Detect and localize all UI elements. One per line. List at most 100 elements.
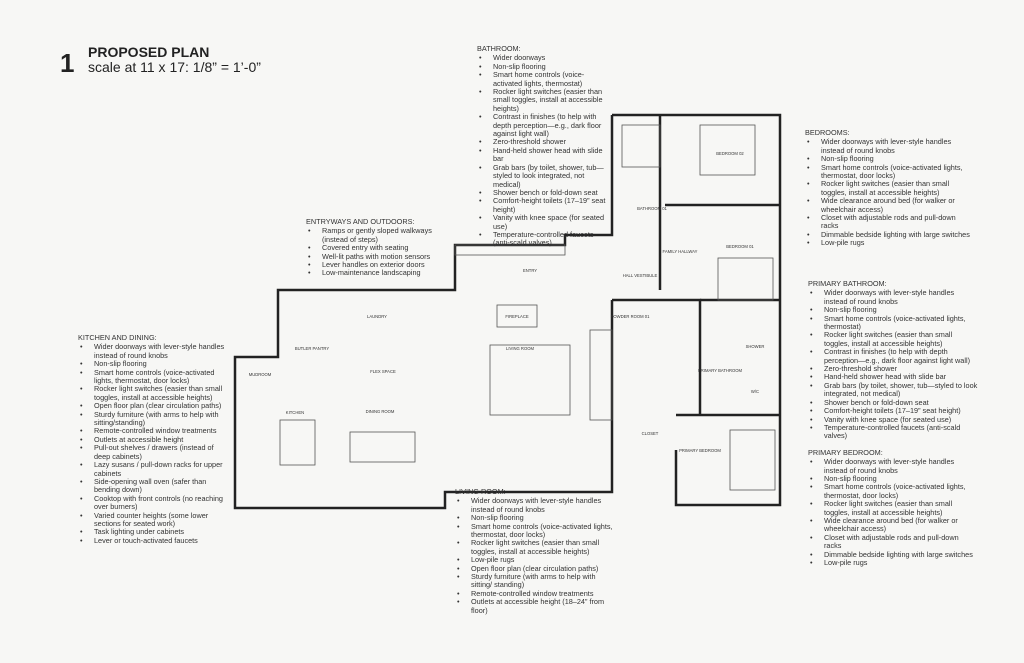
note-item: Non-slip flooring <box>808 305 978 315</box>
note-item: Rocker light switches (easier than small… <box>808 500 978 517</box>
note-item: Vanity with knee space (for seated use) <box>808 415 978 425</box>
note-item: Low-pile rugs <box>805 238 970 248</box>
note-item: Wider doorways with lever-style handles … <box>808 289 978 306</box>
note-item: Lever handles on exterior doors <box>306 260 456 270</box>
fixtures <box>279 124 776 491</box>
fireplace-block <box>496 304 538 328</box>
notes-heading: PRIMARY BATHROOM: <box>808 279 887 288</box>
note-item: Open floor plan (clear circulation paths… <box>455 564 615 574</box>
note-item: Well-lit paths with motion sensors <box>306 252 456 262</box>
room-powder: POWDER ROOM 01 <box>611 314 651 319</box>
note-item: Task lighting under cabinets <box>78 527 228 537</box>
note-item: Wide clearance around bed (for walker or… <box>805 197 970 214</box>
room-entry: ENTRY <box>523 268 537 273</box>
notes-bedrooms: BEDROOMS: Wider doorways with lever-styl… <box>805 128 970 248</box>
room-family-hallway: FAMILY HALLWAY <box>663 249 698 254</box>
room-kitchen: KITCHEN <box>286 410 304 415</box>
room-fireplace: FIREPLACE <box>505 314 528 319</box>
notes-bathroom: BATHROOM: Wider doorwaysNon-slip floorin… <box>477 44 612 248</box>
note-item: Low-maintenance landscaping <box>306 269 456 279</box>
note-item: Non-slip flooring <box>805 154 970 164</box>
room-bathroom01: BATHROOM 01 <box>637 206 667 211</box>
room-bedroom01: BEDROOM 01 <box>726 244 754 249</box>
dining-table <box>349 431 416 463</box>
note-item: Comfort-height toilets (17–19” seat heig… <box>808 406 978 416</box>
note-item: Shower bench or fold-down seat <box>477 188 612 198</box>
note-item: Wide clearance around bed (for walker or… <box>808 516 978 534</box>
notes-kitchen: KITCHEN AND DINING: Wider doorways with … <box>78 333 228 546</box>
kitchen-island <box>279 419 316 466</box>
note-item: Rocker light switches (easier than small… <box>78 385 228 402</box>
room-primary-bedroom: PRIMARY BEDROOM <box>679 448 721 453</box>
note-item: Sturdy furniture (with arms to help with… <box>455 572 615 590</box>
note-item: Non-slip flooring <box>78 359 228 369</box>
wall-primary-bath <box>612 298 702 415</box>
room-flex: FLEX SPACE <box>370 369 396 374</box>
plan-scale: scale at 11 x 17: 1/8” = 1’-0” <box>88 59 261 75</box>
note-item: Smart home controls (voice-activated lig… <box>805 163 970 181</box>
note-item: Covered entry with seating <box>306 243 456 253</box>
room-wc: W/C <box>751 389 759 394</box>
note-item: Smart home controls (voice-activated lig… <box>477 71 612 88</box>
note-item: Cooktop with front controls (no reaching… <box>78 494 228 512</box>
living-builtin <box>589 329 613 421</box>
notes-heading: ENTRYWAYS AND OUTDOORS: <box>306 217 415 226</box>
note-item: Temperature-controlled faucets (anti-sca… <box>477 230 612 248</box>
room-living: LIVING ROOM <box>506 346 534 351</box>
note-item: Wider doorways with lever-style handles … <box>455 497 615 514</box>
room-butler-pantry: BUTLER PANTRY <box>295 346 329 351</box>
wall-right-wing <box>612 113 782 507</box>
note-item: Outlets at accessible height (18–24” fro… <box>455 598 615 615</box>
notes-heading: KITCHEN AND DINING: <box>78 333 157 342</box>
note-item: Remote-controlled window treatments <box>455 589 615 599</box>
note-item: Grab bars (by toilet, shower, tub—styled… <box>477 163 612 189</box>
note-item: Non-slip flooring <box>477 62 612 72</box>
note-item: Vanity with knee space (for seated use) <box>477 213 612 231</box>
note-item: Closet with adjustable rods and pull-dow… <box>808 533 978 551</box>
room-laundry: LAUNDRY <box>367 314 387 319</box>
note-item: Contrast in finishes (to help with depth… <box>808 348 978 365</box>
notes-heading: BATHROOM: <box>477 44 521 53</box>
notes-heading: LIVING ROOM: <box>455 487 506 496</box>
note-item: Hand-held shower head with slide bar <box>808 373 978 383</box>
note-item: Wider doorways with lever-style handles … <box>808 457 978 475</box>
note-item: Smart home controls (voice-activated lig… <box>808 483 978 500</box>
note-item: Varied counter heights (some lower secti… <box>78 511 228 529</box>
note-item: Rocker light switches (easier than small… <box>808 331 978 348</box>
room-hall-vestibule: HALL VESTIBULE <box>623 273 658 278</box>
note-item: Wider doorways with lever-style handles … <box>805 138 970 155</box>
note-item: Dimmable bedside lighting with large swi… <box>805 230 970 240</box>
note-item: Sturdy furniture (with arms to help with… <box>78 410 228 428</box>
note-item: Non-slip flooring <box>808 474 978 484</box>
note-item: Rocker light switches (easier than small… <box>455 539 615 556</box>
note-item: Grab bars (by toilet, shower, tub—styled… <box>808 381 978 399</box>
note-item: Lever or touch-activated faucets <box>78 536 228 546</box>
notes-primary-bathroom: PRIMARY BATHROOM: Wider doorways with le… <box>808 279 978 568</box>
note-item: Low-pile rugs <box>808 558 978 568</box>
plan-title: PROPOSED PLAN <box>88 44 210 60</box>
note-item: Side-opening wall oven (safer than bendi… <box>78 477 228 495</box>
note-item: Shower bench or fold-down seat <box>808 398 978 408</box>
room-primary-bathroom: PRIMARY BATHROOM <box>698 368 742 373</box>
notes-entryways: ENTRYWAYS AND OUTDOORS: Ramps or gently … <box>306 217 456 279</box>
note-item: Smart home controls (voice-activated lig… <box>808 314 978 332</box>
note-item: Zero-threshold shower <box>808 364 978 374</box>
note-item: Ramps or gently sloped walkways (instead… <box>306 227 456 244</box>
note-item: Zero-threshold shower <box>477 138 612 148</box>
note-item: Smart home controls (voice-activated lig… <box>78 368 228 386</box>
note-item: Dimmable bedside lighting with large swi… <box>808 550 978 560</box>
note-item: Outlets at accessible height <box>78 435 228 445</box>
notes-heading: BEDROOMS: <box>805 128 850 137</box>
bed-primary <box>729 429 776 491</box>
note-item: Rocker light switches (easier than small… <box>477 87 612 113</box>
note-item: Wider doorways <box>477 53 612 63</box>
living-rug <box>489 344 571 416</box>
note-item: Lazy susans / pull-down racks for upper … <box>78 460 228 478</box>
room-shower: SHOWER <box>746 344 765 349</box>
room-labels: BEDROOM 02 BATHROOM 01 BEDROOM 01 FAMILY… <box>249 151 765 453</box>
note-item: Temperature-controlled faucets (anti-sca… <box>808 423 978 441</box>
note-item: Remote-controlled window treatments <box>78 427 228 437</box>
bed-bedroom02 <box>699 124 756 176</box>
room-dining: DINING ROOM <box>366 409 395 414</box>
bath-closet <box>621 124 661 168</box>
